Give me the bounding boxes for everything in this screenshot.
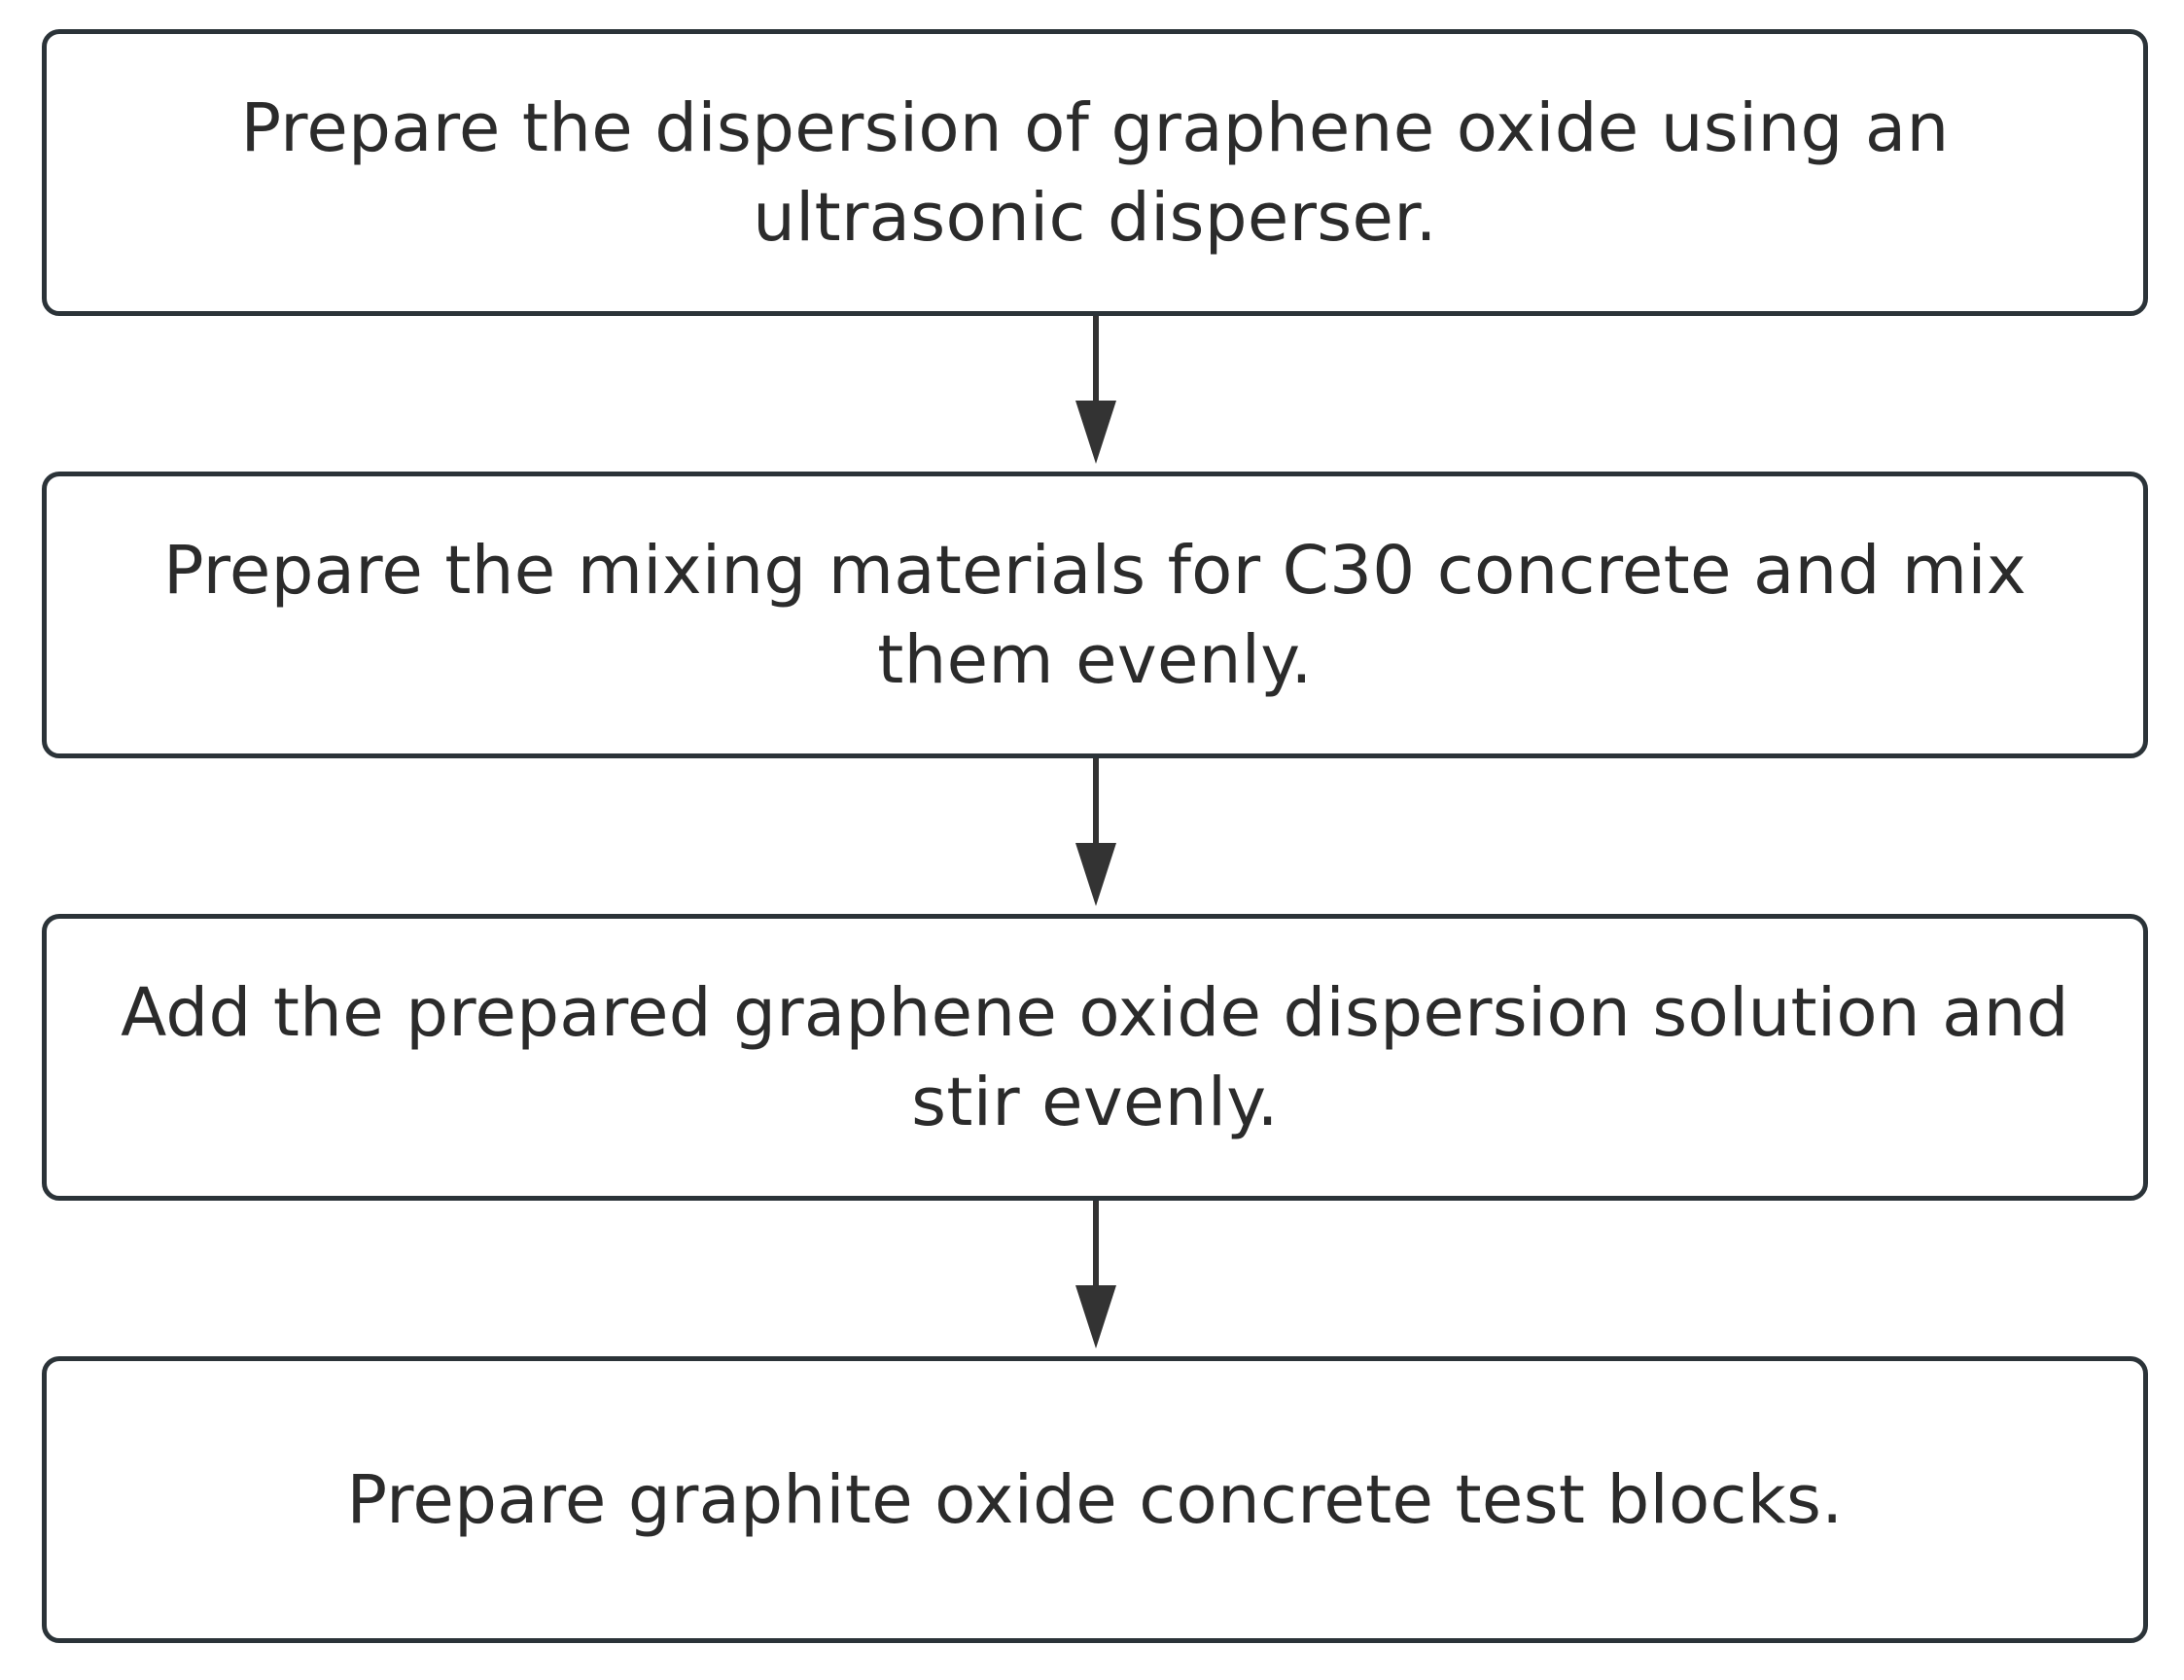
step-label: Prepare the mixing materials for C30 con… (162, 531, 2027, 699)
step-label: Add the prepared graphene oxide dispersi… (121, 973, 2069, 1141)
arrow-step-1-to-2 (1075, 316, 1116, 464)
step-box-mix-c30-materials: Prepare the mixing materials for C30 con… (42, 472, 2148, 758)
arrowhead-icon (1075, 401, 1116, 464)
arrowhead-icon (1075, 1285, 1116, 1348)
step-label: Prepare the dispersion of graphene oxide… (240, 88, 1950, 257)
arrow-step-2-to-3 (1075, 758, 1116, 906)
step-box-disperse-graphene-oxide: Prepare the dispersion of graphene oxide… (42, 29, 2148, 316)
step-box-add-dispersion: Add the prepared graphene oxide dispersi… (42, 914, 2148, 1201)
arrowhead-icon (1075, 843, 1116, 906)
arrow-step-3-to-4 (1075, 1201, 1116, 1348)
step-box-prepare-test-blocks: Prepare graphite oxide concrete test blo… (42, 1356, 2148, 1643)
step-label: Prepare graphite oxide concrete test blo… (346, 1460, 1844, 1539)
